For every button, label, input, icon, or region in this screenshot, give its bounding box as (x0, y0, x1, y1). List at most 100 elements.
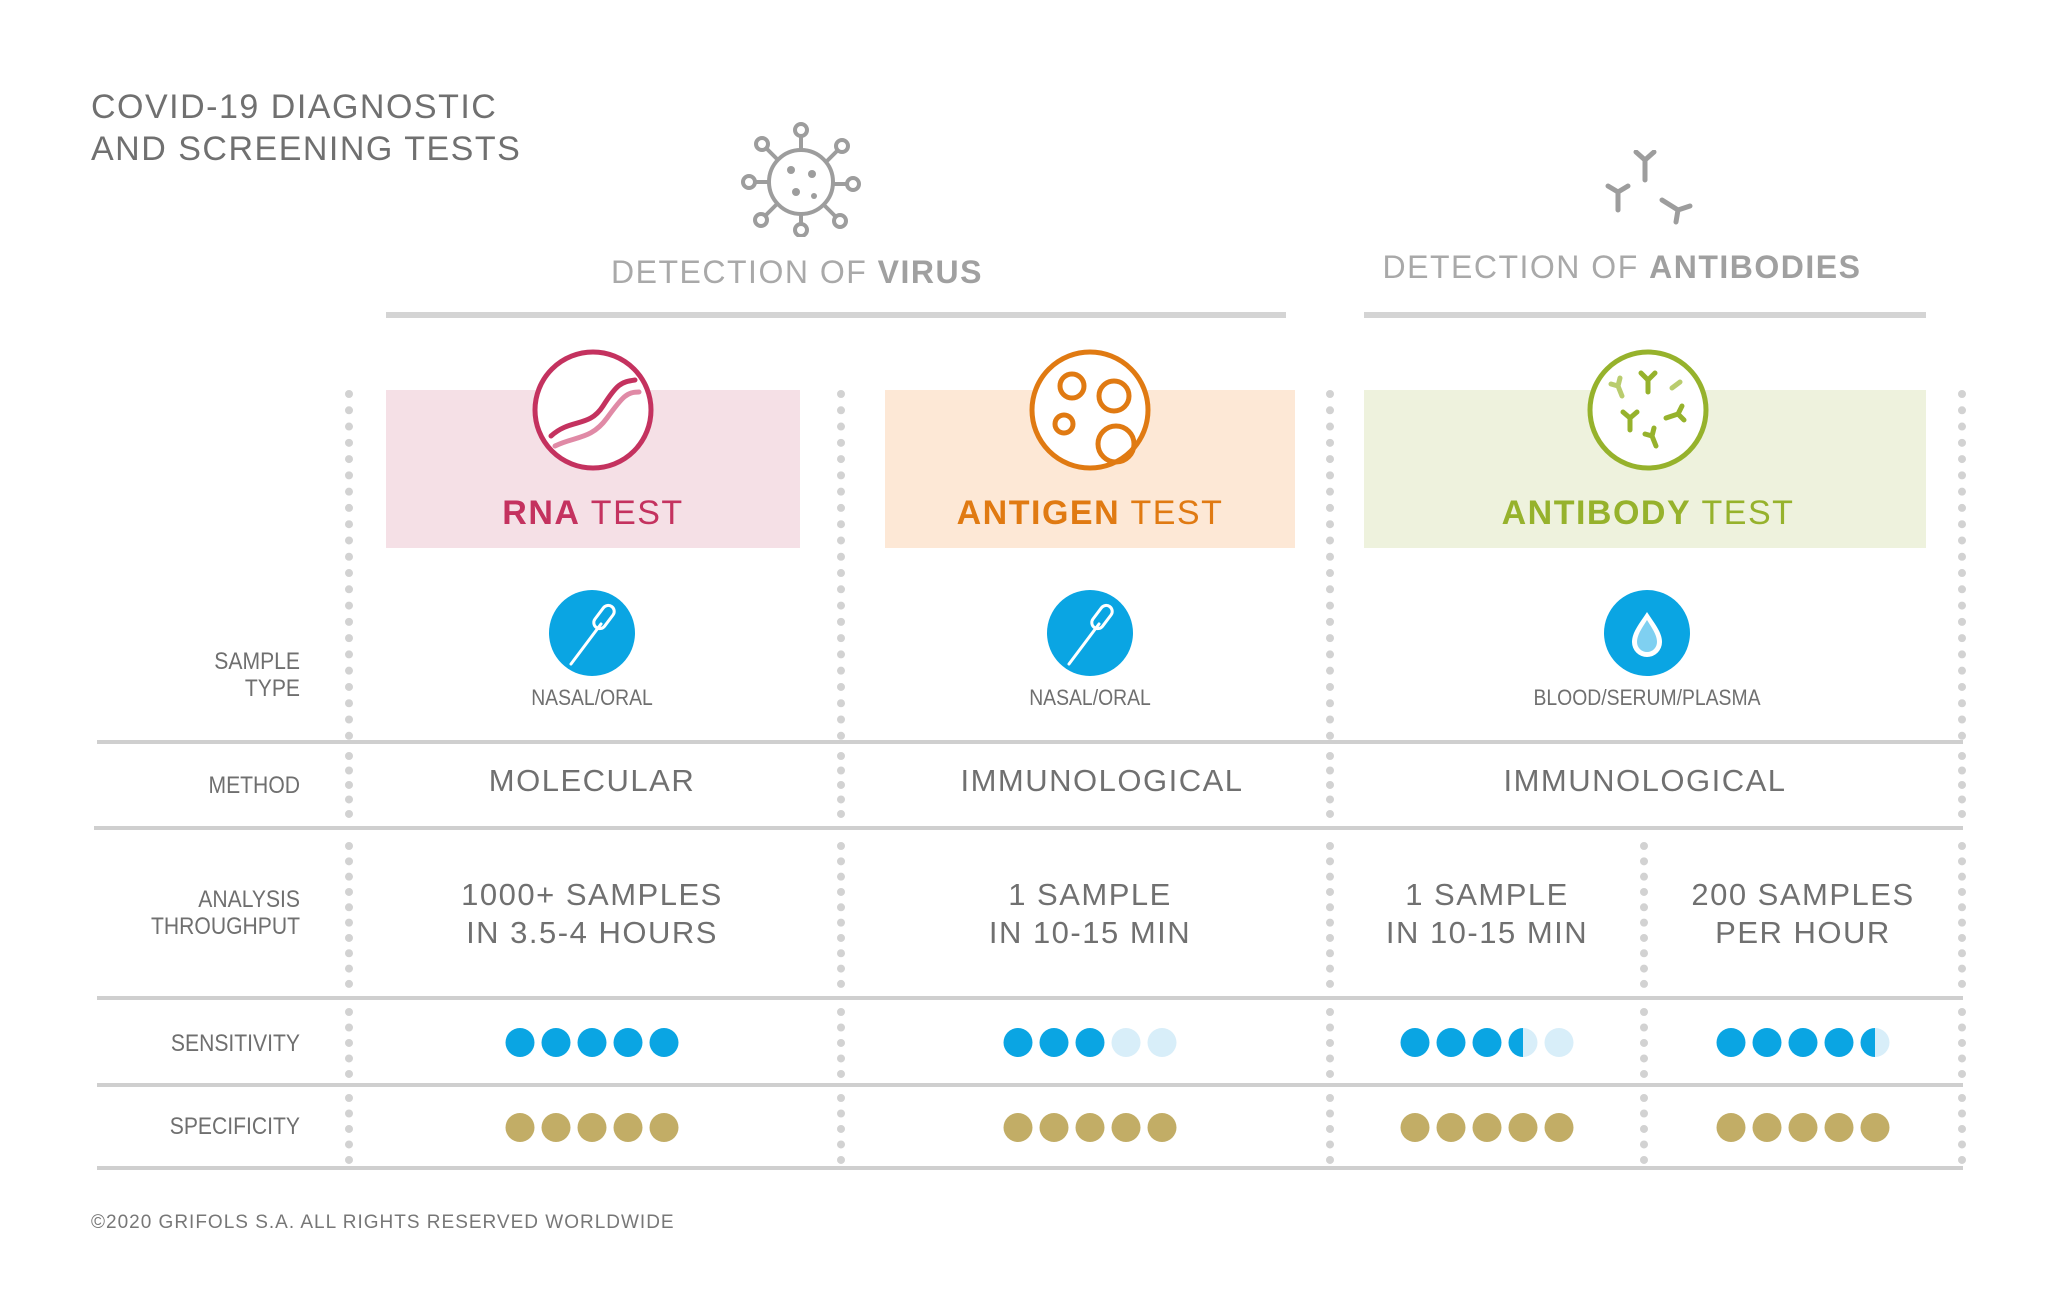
throughput-antibody-rapid: 1 SAMPLE IN 10-15 MIN (1385, 877, 1589, 950)
specificity-dot (1788, 1113, 1818, 1142)
group-bracket-virus (386, 312, 1286, 318)
column-divider (1326, 842, 1334, 988)
column-divider (1326, 390, 1334, 740)
column-divider (1958, 752, 1966, 818)
row-label-specificity: SPECIFICITY (169, 1113, 300, 1140)
specificity-dot (1752, 1113, 1782, 1142)
group-header-virus: DETECTION OF VIRUS (611, 254, 983, 290)
specificity-dot (1508, 1113, 1538, 1142)
column-divider (837, 842, 845, 988)
rna-helix-icon (532, 349, 654, 471)
row-label-throughput: ANALYSIS THROUGHPUT (150, 886, 300, 940)
column-divider (837, 1008, 845, 1078)
specificity-dot (1544, 1113, 1574, 1142)
row-label-method: METHOD (208, 772, 300, 799)
specificity-dot (1824, 1113, 1854, 1142)
specificity-dot (1400, 1113, 1430, 1142)
swab-icon (549, 590, 635, 676)
antibodies-icon (1605, 150, 1693, 225)
row-divider (94, 826, 1963, 830)
sensitivity-dot (1436, 1028, 1466, 1057)
sensitivity-dot (649, 1028, 679, 1057)
row-label-sensitivity: SENSITIVITY (170, 1030, 300, 1057)
antibody-cells-icon (1587, 349, 1709, 471)
specificity-dot (505, 1113, 535, 1142)
sensitivity-dot (1860, 1028, 1890, 1057)
column-divider (1958, 1008, 1966, 1078)
column-divider (1640, 842, 1648, 988)
sensitivity-dot (541, 1028, 571, 1057)
sensitivity-dot (1716, 1028, 1746, 1057)
swab-icon (1047, 590, 1133, 676)
sensitivity-dot (1400, 1028, 1430, 1057)
blood-drop-icon (1604, 590, 1690, 676)
copyright-footer: ©2020 GRIFOLS S.A. ALL RIGHTS RESERVED W… (91, 1212, 675, 1233)
group-bracket-antibodies (1364, 312, 1926, 318)
sensitivity-dot (1147, 1028, 1177, 1057)
sample-type-rna: NASAL/ORAL (531, 685, 653, 710)
antigen-test-title: ANTIGEN TEST (956, 494, 1224, 532)
sensitivity-dot (505, 1028, 535, 1057)
sample-type-antibody: BLOOD/SERUM/PLASMA (1533, 685, 1761, 710)
specificity-dot (1716, 1113, 1746, 1142)
sensitivity-dot (1472, 1028, 1502, 1057)
column-divider (345, 1094, 353, 1164)
specificity-rating-antibody-rapid (1400, 1113, 1574, 1142)
column-divider (837, 390, 845, 740)
row-label-sample-type: SAMPLE TYPE (214, 648, 300, 702)
sensitivity-dot (1544, 1028, 1574, 1057)
column-divider (1640, 1094, 1648, 1164)
sensitivity-dot (1788, 1028, 1818, 1057)
column-divider (837, 752, 845, 818)
group-header-antibodies: DETECTION OF ANTIBODIES (1382, 249, 1862, 285)
row-divider (97, 1166, 1963, 1170)
virus-icon (741, 122, 861, 237)
column-divider (1958, 390, 1966, 740)
specificity-dot (1472, 1113, 1502, 1142)
specificity-dot (1436, 1113, 1466, 1142)
sensitivity-dot (1111, 1028, 1141, 1057)
specificity-rating-antibody-lab (1716, 1113, 1890, 1142)
column-divider (1326, 1008, 1334, 1078)
specificity-rating-rna (505, 1113, 679, 1142)
method-antigen: IMMUNOLOGICAL (960, 763, 1244, 798)
specificity-rating-antigen (1003, 1113, 1177, 1142)
sensitivity-dot (1752, 1028, 1782, 1057)
specificity-dot (1111, 1113, 1141, 1142)
column-divider (1958, 842, 1966, 988)
sensitivity-dot (1824, 1028, 1854, 1057)
column-divider (1326, 752, 1334, 818)
sensitivity-rating-antibody-lab (1716, 1028, 1890, 1057)
method-antibody: IMMUNOLOGICAL (1503, 763, 1787, 798)
column-divider (345, 1008, 353, 1078)
throughput-antibody-lab: 200 SAMPLES PER HOUR (1691, 877, 1915, 950)
column-divider (345, 390, 353, 740)
sensitivity-dot (613, 1028, 643, 1057)
sensitivity-dot (577, 1028, 607, 1057)
throughput-rna: 1000+ SAMPLES IN 3.5-4 HOURS (461, 877, 723, 950)
specificity-dot (1075, 1113, 1105, 1142)
specificity-dot (1039, 1113, 1069, 1142)
column-divider (345, 842, 353, 988)
row-divider (97, 740, 1963, 744)
antigen-cells-icon (1029, 349, 1151, 471)
sensitivity-rating-antigen (1003, 1028, 1177, 1057)
column-divider (345, 752, 353, 818)
sensitivity-rating-antibody-rapid (1400, 1028, 1574, 1057)
antibody-test-title: ANTIBODY TEST (1501, 494, 1795, 532)
rna-test-title: RNA TEST (502, 494, 684, 532)
specificity-dot (541, 1113, 571, 1142)
specificity-dot (577, 1113, 607, 1142)
sensitivity-dot (1508, 1028, 1538, 1057)
page-title: COVID-19 DIAGNOSTIC AND SCREENING TESTS (91, 88, 522, 168)
specificity-dot (1147, 1113, 1177, 1142)
column-divider (1326, 1094, 1334, 1164)
specificity-dot (649, 1113, 679, 1142)
specificity-dot (1860, 1113, 1890, 1142)
column-divider (1958, 1094, 1966, 1164)
specificity-dot (1003, 1113, 1033, 1142)
sensitivity-dot (1075, 1028, 1105, 1057)
row-divider (97, 1083, 1963, 1087)
specificity-dot (613, 1113, 643, 1142)
column-divider (1640, 1008, 1648, 1078)
